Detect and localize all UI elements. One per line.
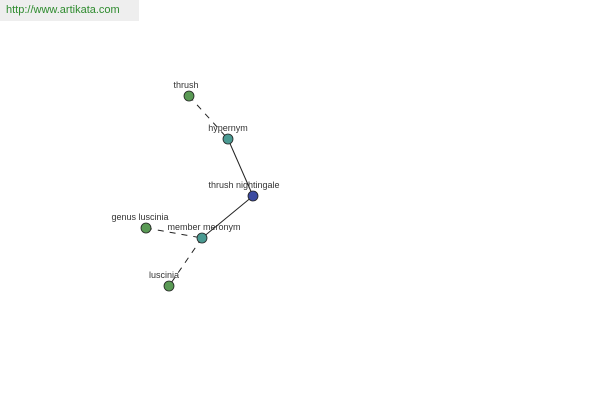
edge-member_meronym-luscinia: [168, 237, 203, 287]
edge-genus-member_meronym: [145, 227, 203, 239]
node-dot-genus[interactable]: [140, 222, 152, 234]
node-genus[interactable]: genus luscinia: [111, 212, 169, 234]
edge-thrush-hypernym: [188, 95, 229, 140]
source-url-text[interactable]: http://www.artikata.com: [6, 4, 120, 16]
edge-center-member_meronym: [201, 195, 254, 239]
edge-hypernym-center: [227, 138, 254, 197]
node-hypernym[interactable]: hypernym: [208, 123, 248, 145]
node-thrush[interactable]: thrush: [173, 80, 199, 102]
graph-nodes: thrush hypernym thrush nightingale member m…: [111, 80, 280, 292]
node-dot-hypernym[interactable]: [222, 133, 234, 145]
node-luscinia[interactable]: luscinia: [149, 270, 179, 292]
source-url-banner[interactable]: http://www.artikata.com: [0, 0, 139, 21]
node-label-thrush: thrush: [173, 80, 198, 90]
node-center[interactable]: thrush nightingale: [208, 180, 280, 202]
node-dot-thrush[interactable]: [183, 90, 195, 102]
graph-edges: [145, 95, 254, 287]
node-label-luscinia: luscinia: [149, 270, 179, 280]
node-label-genus: genus luscinia: [111, 212, 168, 222]
node-dot-luscinia[interactable]: [163, 280, 175, 292]
node-member-meronym[interactable]: member meronym: [167, 222, 241, 244]
node-label-member-meronym: member meronym: [167, 222, 240, 232]
node-dot-member-meronym[interactable]: [196, 232, 208, 244]
node-label-center: thrush nightingale: [208, 180, 279, 190]
node-dot-center[interactable]: [247, 190, 259, 202]
node-label-hypernym: hypernym: [208, 123, 248, 133]
